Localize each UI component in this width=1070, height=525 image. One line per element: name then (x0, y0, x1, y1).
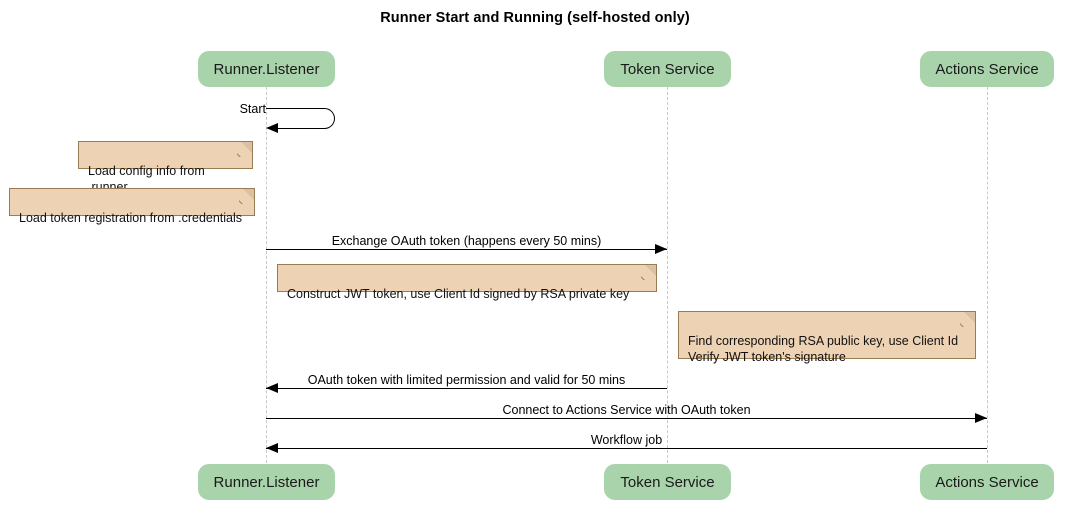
note-text: Load token registration from .credential… (19, 211, 243, 225)
participant-label: Runner.Listener (213, 474, 320, 491)
note-text: Construct JWT token, use Client Id signe… (287, 287, 630, 301)
participant-runner-bottom[interactable]: Runner.Listener (198, 464, 335, 500)
message-label-oauth-token-response: OAuth token with limited permission and … (307, 373, 626, 387)
message-line-exchange-oauth-token[interactable] (266, 249, 667, 250)
arrowhead-oauth-token-response (266, 383, 278, 393)
participant-label: Token Service (620, 61, 715, 78)
participant-token-top[interactable]: Token Service (604, 51, 731, 87)
arrowhead-start (266, 123, 278, 133)
note-fold-edge (641, 265, 656, 280)
lifeline-token (667, 87, 668, 463)
message-line-oauth-token-response[interactable] (266, 388, 667, 389)
arrowhead-exchange-oauth-token (655, 244, 667, 254)
note-load-token-registration: Load token registration from .credential… (9, 188, 255, 225)
participant-token-bottom[interactable]: Token Service (604, 464, 731, 500)
participant-runner-top[interactable]: Runner.Listener (198, 51, 335, 87)
message-label-workflow-job: Workflow job (590, 433, 663, 447)
lifeline-runner (266, 87, 267, 463)
message-label-connect-actions-service: Connect to Actions Service with OAuth to… (502, 403, 751, 417)
note-fold-edge (239, 189, 254, 204)
participant-label: Token Service (620, 474, 715, 491)
diagram-title: Runner Start and Running (self-hosted on… (380, 10, 690, 26)
message-line-workflow-job[interactable] (266, 448, 987, 449)
message-start-self-loop[interactable] (266, 108, 335, 129)
note-construct-jwt-token: Construct JWT token, use Client Id signe… (277, 264, 657, 301)
participant-actions-bottom[interactable]: Actions Service (920, 464, 1054, 500)
arrowhead-workflow-job (266, 443, 278, 453)
note-fold-edge (960, 312, 975, 327)
participant-label: Runner.Listener (213, 61, 320, 78)
participant-actions-top[interactable]: Actions Service (920, 51, 1054, 87)
arrowhead-connect-actions-service (975, 413, 987, 423)
note-load-config: Load config info from .runner (78, 141, 253, 194)
note-verify-jwt-signature: Find corresponding RSA public key, use C… (678, 311, 976, 364)
note-text: Find corresponding RSA public key, use C… (688, 334, 959, 364)
participant-label: Actions Service (935, 474, 1039, 491)
participant-label: Actions Service (935, 61, 1039, 78)
message-line-connect-actions-service[interactable] (266, 418, 987, 419)
lifeline-actions (987, 87, 988, 463)
note-fold-edge (237, 142, 252, 157)
message-label-exchange-oauth-token: Exchange OAuth token (happens every 50 m… (331, 234, 602, 248)
message-label-start: Start (239, 102, 266, 116)
